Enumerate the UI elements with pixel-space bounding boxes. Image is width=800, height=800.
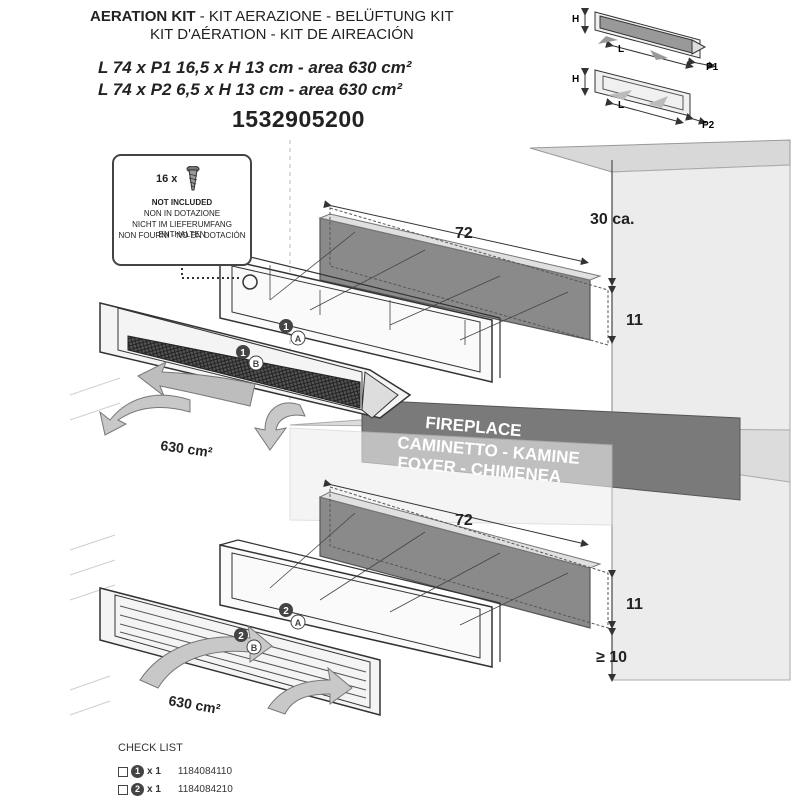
checklist-title: CHECK LIST xyxy=(118,742,183,754)
legend-l-1: L xyxy=(618,44,624,55)
spec-line-front: L 74 x P1 16,5 x H 13 cm - area 630 cm² xyxy=(98,58,412,77)
checklist-item: 2 x 1 1184084210 xyxy=(118,783,233,796)
checklist-qty: x 1 xyxy=(147,766,161,777)
svg-text:B: B xyxy=(251,643,258,653)
area-label-top: 630 cm² xyxy=(160,437,214,460)
bottom-dimensions xyxy=(323,479,616,682)
title-line-2: KIT D'AÉRATION - KIT DE AIREACIÓN xyxy=(150,26,414,43)
legend-diagram-p2 xyxy=(581,68,707,125)
screws-not-included-note: 16 x NOT INCLUDED NON IN DOTAZIONE NICHT… xyxy=(112,154,252,266)
checklist-number: 2 xyxy=(131,783,144,796)
svg-text:A: A xyxy=(295,618,302,628)
part-label-1a: 1 A xyxy=(279,319,306,346)
dimension-clearance-top: 30 ca. xyxy=(590,211,634,228)
product-code: 1532905200 xyxy=(232,106,365,132)
dimension-width-bottom: 72 xyxy=(455,512,473,529)
part-label-2a: 2 A xyxy=(279,603,306,630)
dimension-clearance-bottom: ≥ 10 xyxy=(596,649,627,666)
not-included-de: NICHT IM LIEFERUMFANG ENTHALTEN xyxy=(132,220,232,239)
part-label-1b: 1 B xyxy=(236,345,264,371)
screw-icon xyxy=(186,166,200,191)
dimension-width-top: 72 xyxy=(455,225,473,242)
dimension-height-top: 11 xyxy=(626,312,643,329)
checklist-number: 1 xyxy=(131,765,144,778)
title-translations: - KIT AERAZIONE - BELÜFTUNG KIT xyxy=(195,8,454,25)
not-included-it: NON IN DOTAZIONE xyxy=(143,209,221,218)
checklist-item: 1 x 1 1184084110 xyxy=(118,765,232,778)
checkbox[interactable] xyxy=(118,784,128,795)
dimension-height-bottom: 11 xyxy=(626,596,643,613)
svg-text:2: 2 xyxy=(283,606,289,617)
legend-l-2: L xyxy=(618,100,624,111)
legend-p2: P2 xyxy=(702,120,715,131)
legend-h-2: H xyxy=(572,74,579,85)
legend-p1: P1 xyxy=(706,62,719,73)
svg-text:1: 1 xyxy=(240,348,246,359)
legend-diagram-p1 xyxy=(581,8,716,70)
wall-hatching xyxy=(69,377,121,716)
screw-quantity: 16 x xyxy=(156,173,178,185)
svg-text:1: 1 xyxy=(283,322,289,333)
title-english: AERATION KIT xyxy=(90,8,196,25)
checklist-qty: x 1 xyxy=(147,784,161,795)
legend-h-1: H xyxy=(572,14,579,25)
svg-text:B: B xyxy=(253,359,260,369)
spec-line-rear: L 74 x P2 6,5 x H 13 cm - area 630 cm² xyxy=(98,80,402,99)
top-dimensions xyxy=(323,160,616,344)
not-included-en: NOT INCLUDED xyxy=(151,198,213,207)
area-label-bottom: 630 cm² xyxy=(167,692,221,717)
checklist-code: 1184084110 xyxy=(177,766,233,777)
checkbox[interactable] xyxy=(118,766,128,777)
checklist-code: 1184084210 xyxy=(177,784,233,795)
part-label-2b: 2 B xyxy=(234,628,262,655)
svg-text:A: A xyxy=(295,334,302,344)
svg-text:2: 2 xyxy=(238,631,244,642)
not-included-fr-es: NON FOURNI - NO EN DOTACIÓN xyxy=(118,231,246,240)
title-line-1: AERATION KIT - KIT AERAZIONE - BELÜFTUNG… xyxy=(90,8,454,25)
